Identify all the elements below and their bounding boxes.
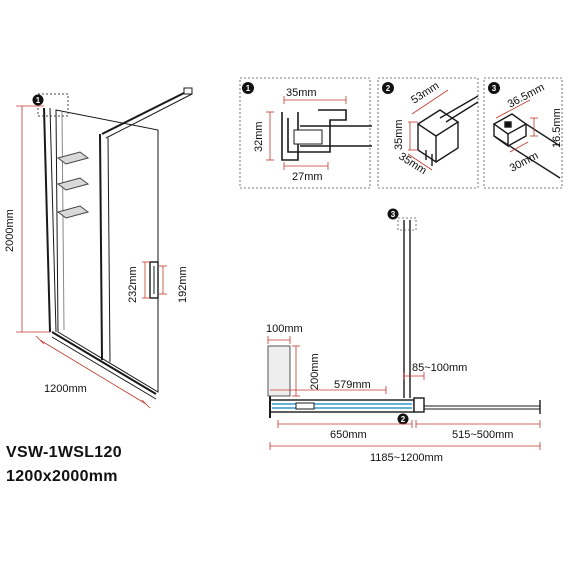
detail-3-side: 16.5mm [551,108,563,148]
handle-inner-label: 192mm [177,266,189,303]
badge-1-front: 1 [32,94,44,106]
detail-1-top: 35mm [286,87,317,99]
detail-1-side: 32mm [253,121,265,152]
plan-view [267,217,541,418]
badge-2-plan: 2 [397,413,409,425]
model-size: 1200x2000mm [6,468,118,485]
plan-right-span: 515~500mm [452,429,513,441]
detail-3-bottom: 30mm [508,150,541,175]
detail-3: 3 [483,77,563,189]
plan-gap: 85~100mm [412,362,467,374]
svg-text:1: 1 [36,96,41,105]
plan-panel-width: 100mm [266,323,303,335]
svg-text:2: 2 [401,415,406,424]
plan-total: 1185~1200mm [370,452,443,464]
detail-1: 1 [239,77,372,189]
detail-1-bottom: 27mm [292,171,323,183]
width-label: 1200mm [44,383,87,395]
svg-text:1: 1 [246,84,251,93]
plan-handle-offset: 579mm [334,379,371,391]
badge-3-plan: 3 [387,208,399,220]
plan-panel-height: 200mm [309,353,321,390]
front-dimensions [16,105,167,409]
handle-outer-label: 232mm [127,266,139,303]
detail-2-top: 53mm [409,80,441,107]
svg-text:2: 2 [386,84,391,93]
svg-text:3: 3 [391,210,396,219]
plan-dimensions [267,336,541,450]
height-label: 2000mm [4,209,16,252]
detail-2: 2 [377,77,479,189]
svg-text:3: 3 [492,84,497,93]
front-view [37,87,193,400]
detail-3-top: 36.5mm [506,81,547,110]
plan-left-span: 650mm [330,429,367,441]
detail-2-side-a: 35mm [393,119,405,150]
model-code: VSW-1WSL120 [6,444,122,461]
